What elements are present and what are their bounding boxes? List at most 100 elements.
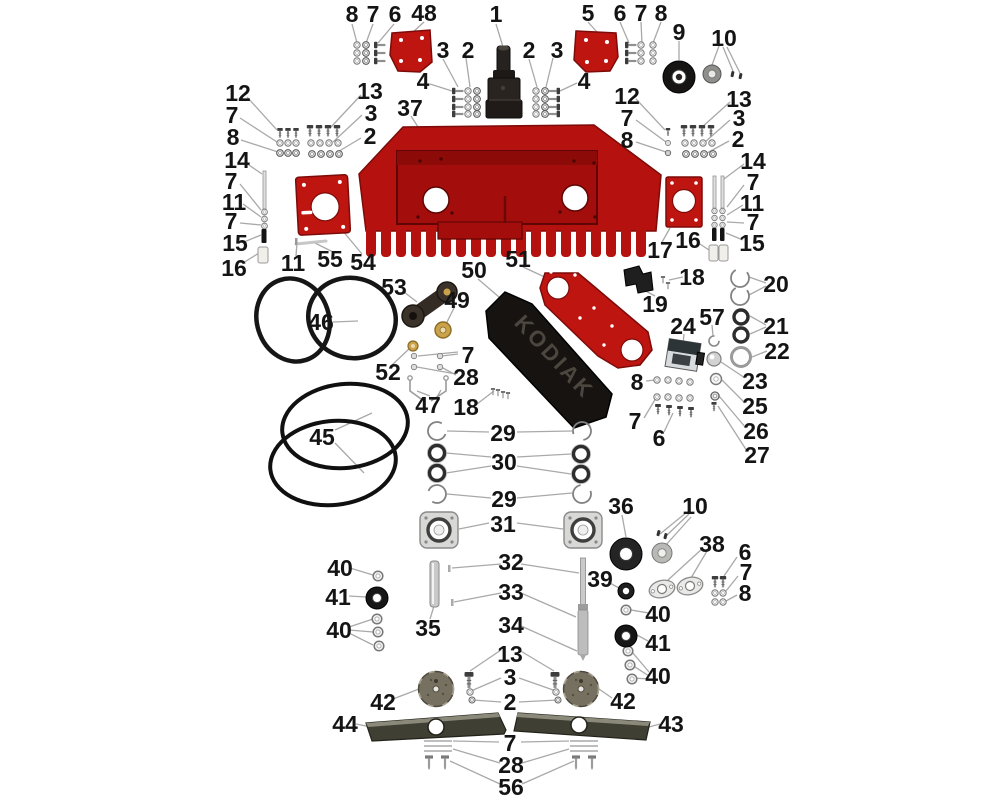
part-24	[664, 338, 706, 372]
hardware-56-right	[570, 740, 598, 770]
callout-2-23: 2	[364, 123, 377, 149]
orings-45	[268, 381, 410, 508]
rod-55	[294, 238, 328, 246]
rod-set-left	[257, 170, 269, 264]
callout-3-27: 3	[733, 105, 746, 131]
callout-51-49: 51	[505, 246, 531, 272]
callout-2-13: 2	[523, 37, 536, 63]
bracket-5	[573, 30, 619, 73]
callout-14-30: 14	[224, 147, 250, 173]
plate-17	[665, 176, 703, 228]
callout-25-66: 25	[742, 393, 768, 419]
pulley-9	[662, 60, 696, 94]
callout-29-71: 29	[490, 420, 516, 446]
washers-40-left	[371, 570, 385, 652]
callout-23-64: 23	[742, 368, 768, 394]
spindle-assembly-1	[485, 45, 523, 119]
callout-9-9: 9	[673, 19, 686, 45]
hardware-rows-center-right	[653, 376, 695, 418]
callout-22-62: 22	[764, 338, 790, 364]
callout-20-59: 20	[763, 271, 789, 297]
ring-39	[617, 582, 635, 600]
callout-16-41: 16	[675, 227, 701, 253]
callout-15-40: 15	[739, 230, 765, 256]
bolt-columns-spindle-right	[532, 87, 560, 118]
shaft-35	[429, 560, 440, 608]
idler-arm-53	[401, 281, 458, 328]
bracket-48	[389, 29, 433, 73]
callout-8-28: 8	[621, 127, 634, 153]
ring-57	[708, 335, 720, 347]
callout-3-93: 3	[504, 664, 517, 690]
callout-57-60: 57	[699, 304, 725, 330]
deck-37	[358, 124, 662, 257]
callout-13-19: 13	[357, 78, 383, 104]
callout-21-61: 21	[763, 313, 789, 339]
callout-7-33: 7	[225, 208, 238, 234]
callout-18-56: 18	[453, 394, 479, 420]
callout-5-5: 5	[582, 0, 595, 26]
disc-42-right	[562, 670, 600, 708]
callout-14-36: 14	[740, 148, 766, 174]
callout-2-94: 2	[504, 689, 517, 715]
callout-30-72: 30	[491, 449, 517, 475]
callout-7-39: 7	[747, 209, 760, 235]
flanges-38	[646, 573, 706, 602]
hub-10-lower	[651, 530, 673, 564]
callout-4-16: 4	[578, 68, 591, 94]
callout-3-14: 3	[551, 37, 564, 63]
callout-13-92: 13	[497, 641, 523, 667]
callout-39-81: 39	[587, 566, 613, 592]
nut-26	[710, 391, 720, 401]
callout-6-69: 6	[653, 425, 666, 451]
grommet-41-right	[614, 624, 638, 648]
callout-8-65: 8	[631, 369, 644, 395]
callout-10-76: 10	[682, 493, 708, 519]
callout-13-25: 13	[726, 86, 752, 112]
callout-7-1: 7	[367, 1, 380, 27]
callout-40-82: 40	[645, 601, 671, 627]
washer-25	[709, 372, 723, 386]
callout-42-95: 42	[370, 689, 396, 715]
callout-2-12: 2	[462, 37, 475, 63]
studs-18-right	[660, 276, 671, 290]
callout-7-79: 7	[740, 559, 753, 585]
callout-56-101: 56	[498, 774, 524, 800]
bracket-19	[623, 265, 654, 294]
callout-55-44: 55	[317, 246, 343, 272]
callout-32-89: 32	[498, 549, 524, 575]
bushing-52	[407, 340, 419, 352]
callout-40-85: 40	[327, 555, 353, 581]
cotter-pins-47	[407, 375, 449, 402]
callout-49-47: 49	[444, 287, 470, 313]
callout-50-48: 50	[461, 257, 487, 283]
blade-44	[365, 712, 507, 742]
shaft-32	[448, 557, 589, 661]
callout-44-97: 44	[332, 711, 358, 737]
callout-36-75: 36	[608, 493, 634, 519]
bolt-stack-right	[711, 575, 727, 606]
callout-3-11: 3	[437, 37, 450, 63]
callout-35-88: 35	[415, 615, 441, 641]
leader-lines	[239, 21, 768, 785]
callout-7-37: 7	[747, 169, 760, 195]
callout-6-6: 6	[614, 0, 627, 26]
ball-23	[706, 351, 722, 367]
belt-46	[254, 275, 399, 364]
hardware-56-left	[424, 740, 452, 770]
rod-set-right	[708, 175, 729, 262]
blade-holder-51	[539, 270, 653, 369]
callout-27-70: 27	[744, 442, 770, 468]
callout-19-57: 19	[642, 291, 668, 317]
hardware-rows-left	[276, 124, 343, 158]
callout-1-4: 1	[490, 1, 503, 27]
callout-54-45: 54	[350, 249, 376, 275]
callout-7-99: 7	[504, 730, 517, 756]
callout-17-42: 17	[647, 237, 673, 263]
fastener-set-top-left	[353, 41, 386, 65]
callout-47-55: 47	[415, 392, 441, 418]
callout-26-68: 26	[743, 418, 769, 444]
callout-53-46: 53	[381, 274, 407, 300]
